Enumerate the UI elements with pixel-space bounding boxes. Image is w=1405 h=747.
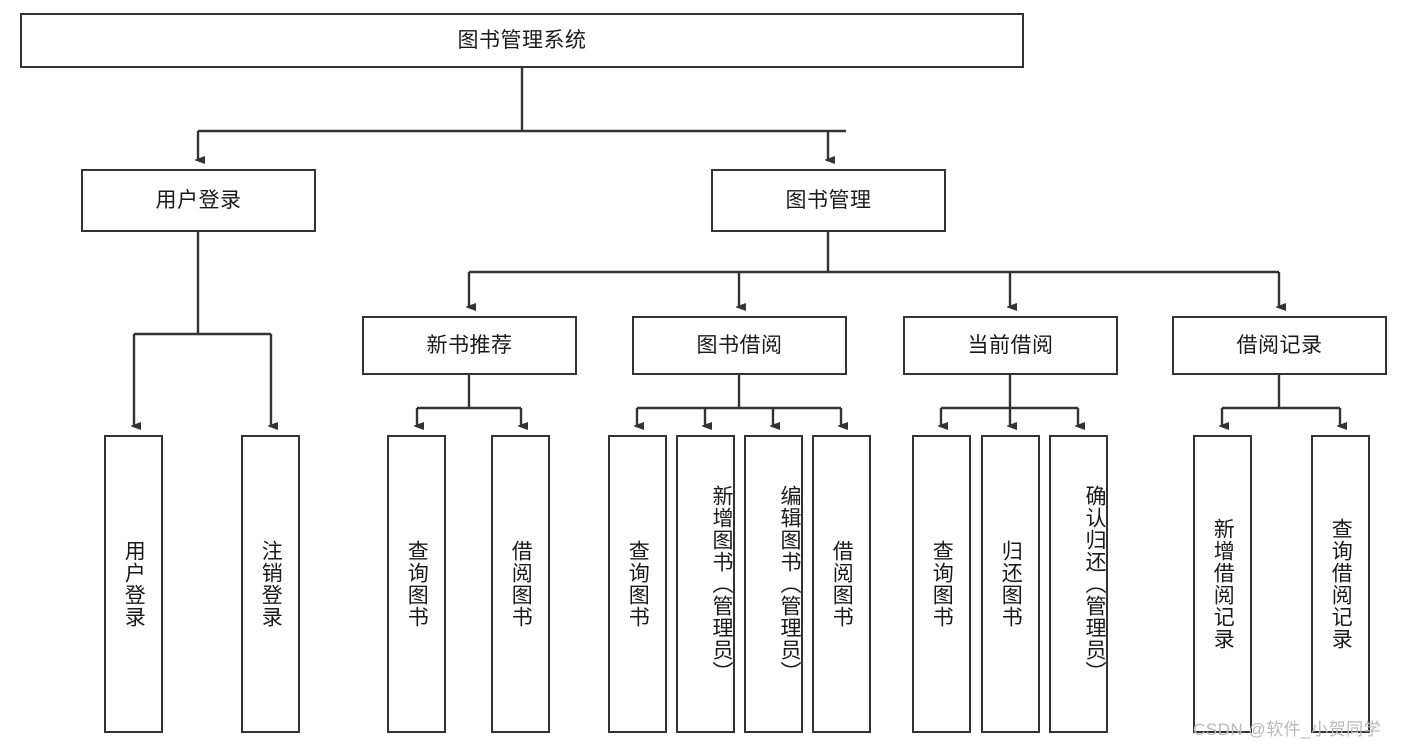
node-book-management[interactable]: 图书管理 [711, 169, 946, 232]
node-leaf-user-login[interactable]: 用户登录 [104, 435, 163, 733]
node-leaf-borrow-book-2[interactable]: 借阅图书 [812, 435, 871, 733]
node-leaf-query-book-2-label: 查询图书 [626, 540, 650, 628]
node-current-borrow-label: 当前借阅 [967, 333, 1054, 357]
node-borrow-record-label: 借阅记录 [1236, 333, 1323, 357]
node-leaf-user-login-label: 用户登录 [122, 540, 146, 628]
node-leaf-borrow-book-2-label: 借阅图书 [830, 540, 854, 628]
node-leaf-edit-book-label: 编辑图书（管理员） [778, 485, 801, 683]
node-leaf-query-record-label: 查询借阅记录 [1329, 518, 1353, 650]
node-root[interactable]: 图书管理系统 [20, 13, 1024, 68]
node-new-book-recommend-label: 新书推荐 [426, 333, 513, 357]
node-user-login-label: 用户登录 [155, 188, 242, 212]
node-book-borrow[interactable]: 图书借阅 [632, 316, 847, 375]
node-book-management-label: 图书管理 [785, 188, 872, 212]
node-book-borrow-label: 图书借阅 [696, 333, 783, 357]
node-leaf-add-book[interactable]: 新增图书（管理员） [676, 435, 735, 733]
node-leaf-add-record-label: 新增借阅记录 [1211, 518, 1235, 650]
node-leaf-borrow-book-1-label: 借阅图书 [509, 540, 533, 628]
node-leaf-edit-book[interactable]: 编辑图书（管理员） [744, 435, 803, 733]
node-current-borrow[interactable]: 当前借阅 [903, 316, 1118, 375]
csdn-watermark: CSDN @软件_小贺同学 [1193, 720, 1382, 739]
node-leaf-borrow-book-1[interactable]: 借阅图书 [491, 435, 550, 733]
node-root-label: 图书管理系统 [457, 28, 587, 52]
node-leaf-query-book-3-label: 查询图书 [930, 540, 954, 628]
node-leaf-query-book-1-label: 查询图书 [405, 540, 429, 628]
node-user-login[interactable]: 用户登录 [81, 169, 316, 232]
node-leaf-add-book-label: 新增图书（管理员） [710, 485, 733, 683]
node-leaf-query-record[interactable]: 查询借阅记录 [1311, 435, 1370, 733]
node-leaf-return-book-label: 归还图书 [999, 540, 1023, 628]
node-borrow-record[interactable]: 借阅记录 [1172, 316, 1387, 375]
node-leaf-query-book-1[interactable]: 查询图书 [387, 435, 446, 733]
node-new-book-recommend[interactable]: 新书推荐 [362, 316, 577, 375]
node-leaf-logout-login-label: 注销登录 [259, 540, 283, 628]
node-leaf-query-book-3[interactable]: 查询图书 [912, 435, 971, 733]
node-leaf-add-record[interactable]: 新增借阅记录 [1193, 435, 1252, 733]
node-leaf-return-book[interactable]: 归还图书 [981, 435, 1040, 733]
node-leaf-confirm-return-label: 确认归还（管理员） [1083, 485, 1106, 683]
node-leaf-query-book-2[interactable]: 查询图书 [608, 435, 667, 733]
node-leaf-confirm-return[interactable]: 确认归还（管理员） [1049, 435, 1108, 733]
node-leaf-logout-login[interactable]: 注销登录 [241, 435, 300, 733]
